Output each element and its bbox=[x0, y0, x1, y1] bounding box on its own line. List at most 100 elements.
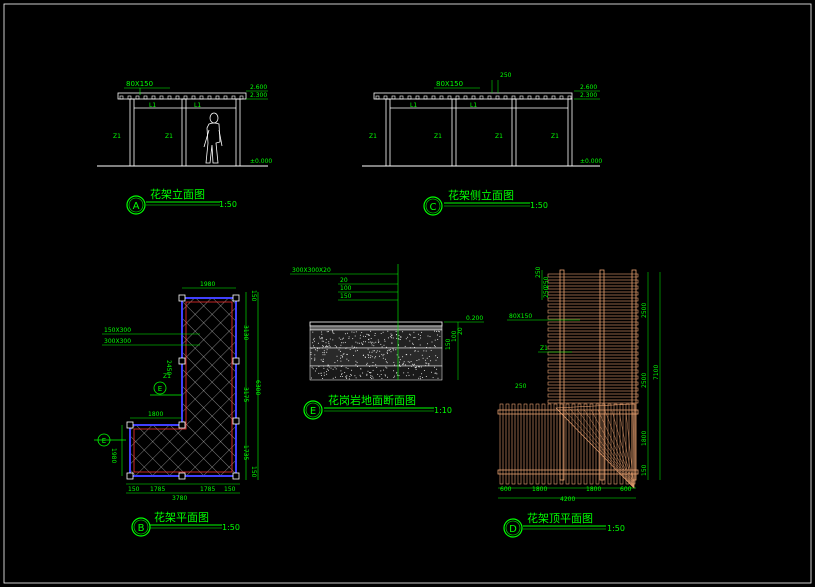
dim: 150 bbox=[250, 290, 257, 302]
gravel-dot bbox=[359, 334, 361, 336]
gravel-dot bbox=[326, 331, 328, 333]
gravel-dot bbox=[352, 347, 354, 349]
gravel-dot bbox=[334, 345, 336, 347]
dim: 2450 bbox=[165, 360, 172, 375]
rafter-end bbox=[119, 95, 124, 100]
dim: 250 bbox=[543, 286, 550, 298]
hatch-line bbox=[555, 407, 635, 489]
gravel-dot bbox=[422, 377, 424, 378]
gravel-dot bbox=[310, 353, 312, 355]
gravel-dot bbox=[367, 354, 369, 356]
slat bbox=[547, 339, 639, 344]
gravel-dot bbox=[346, 375, 348, 377]
slat bbox=[577, 403, 582, 485]
gravel-dot bbox=[370, 341, 372, 343]
gravel-dot bbox=[318, 372, 320, 374]
label: 300X300 bbox=[104, 338, 131, 345]
gravel-dot bbox=[332, 377, 334, 379]
view-title: 花架立面图 bbox=[150, 187, 205, 201]
rafter-end bbox=[447, 95, 452, 100]
gravel-dot bbox=[392, 349, 394, 351]
gravel-dot bbox=[371, 356, 373, 358]
gravel-dot bbox=[341, 374, 343, 376]
gravel-dot bbox=[429, 336, 431, 338]
gravel-dot bbox=[387, 376, 388, 378]
gravel-dot bbox=[435, 359, 437, 361]
gravel-dot bbox=[336, 355, 338, 357]
gravel-dot bbox=[342, 355, 344, 357]
gravel-dot bbox=[414, 350, 416, 352]
gravel-dot bbox=[332, 332, 334, 334]
gravel-dot bbox=[399, 364, 401, 366]
gravel-dot bbox=[430, 360, 432, 362]
gravel-dot bbox=[393, 364, 395, 366]
gravel-dot bbox=[322, 358, 324, 360]
gravel-dot bbox=[391, 334, 393, 336]
gravel-dot bbox=[351, 374, 352, 376]
gravel-dot bbox=[373, 342, 375, 344]
gravel-dot bbox=[323, 350, 325, 352]
gravel-dot bbox=[423, 370, 425, 371]
rafter-end bbox=[143, 95, 148, 100]
slat bbox=[619, 403, 624, 485]
gravel-dot bbox=[311, 366, 313, 368]
gravel-dot bbox=[368, 356, 370, 358]
hatch-line bbox=[597, 410, 635, 489]
gravel-dot bbox=[314, 359, 316, 361]
rafter-end bbox=[487, 95, 492, 100]
lintel-label: L1 bbox=[194, 102, 201, 109]
slat bbox=[547, 273, 639, 278]
gravel-dot bbox=[355, 331, 357, 333]
gravel-dot bbox=[378, 342, 380, 343]
gravel-dot bbox=[363, 354, 364, 356]
dim: 2500 bbox=[641, 303, 648, 318]
slat bbox=[547, 333, 639, 338]
elevation-view-c: 80X150 250 2.600 2.300 ±0.000 Z1 Z1 Z1 Z… bbox=[362, 72, 602, 216]
gravel-dot bbox=[357, 366, 358, 367]
hatch-line bbox=[583, 409, 635, 489]
gravel-dot bbox=[399, 361, 400, 363]
gravel-dot bbox=[322, 347, 324, 349]
gravel-dot bbox=[436, 373, 438, 375]
gravel-dot bbox=[366, 364, 368, 366]
rafter-end bbox=[439, 95, 444, 100]
gravel-dot bbox=[363, 341, 365, 343]
gravel-dot bbox=[328, 342, 330, 344]
gravel-dot bbox=[332, 368, 334, 370]
dim: 600 bbox=[620, 486, 632, 493]
hatch-line bbox=[625, 411, 635, 489]
gravel-dot bbox=[341, 372, 343, 374]
gravel-dot bbox=[398, 338, 400, 340]
gravel-dot bbox=[371, 351, 373, 353]
plan-view-b: 1980 150 3130 3175 1735 6300 150 150X300… bbox=[94, 281, 261, 537]
gravel-dot bbox=[312, 331, 314, 333]
gravel-dot bbox=[419, 366, 421, 368]
rafter-end bbox=[519, 95, 524, 100]
gravel-hatch bbox=[310, 330, 441, 380]
rafter-end bbox=[391, 95, 396, 100]
gravel-dot bbox=[380, 333, 382, 334]
gravel-dot bbox=[356, 362, 358, 364]
slat bbox=[547, 285, 639, 290]
gravel-dot bbox=[321, 340, 323, 342]
gravel-dot bbox=[376, 350, 378, 352]
gravel-dot bbox=[344, 333, 346, 335]
rafter-end bbox=[455, 95, 460, 100]
gravel-dot bbox=[425, 350, 427, 352]
gravel-dot bbox=[393, 376, 395, 378]
view-letter: B bbox=[138, 523, 145, 534]
gravel-dot bbox=[400, 336, 402, 338]
gravel-dot bbox=[400, 336, 402, 338]
gravel-dot bbox=[325, 346, 327, 348]
gravel-dot bbox=[321, 331, 323, 333]
rafter-end bbox=[191, 95, 196, 100]
slat bbox=[625, 403, 630, 485]
gravel-dot bbox=[358, 342, 360, 344]
gravel-dot bbox=[408, 374, 410, 376]
gravel-dot bbox=[330, 367, 332, 369]
view-scale: 1:50 bbox=[222, 523, 240, 532]
hatch-line bbox=[590, 409, 635, 489]
gravel-dot bbox=[434, 366, 435, 368]
slat bbox=[505, 403, 510, 485]
gravel-dot bbox=[402, 363, 404, 365]
